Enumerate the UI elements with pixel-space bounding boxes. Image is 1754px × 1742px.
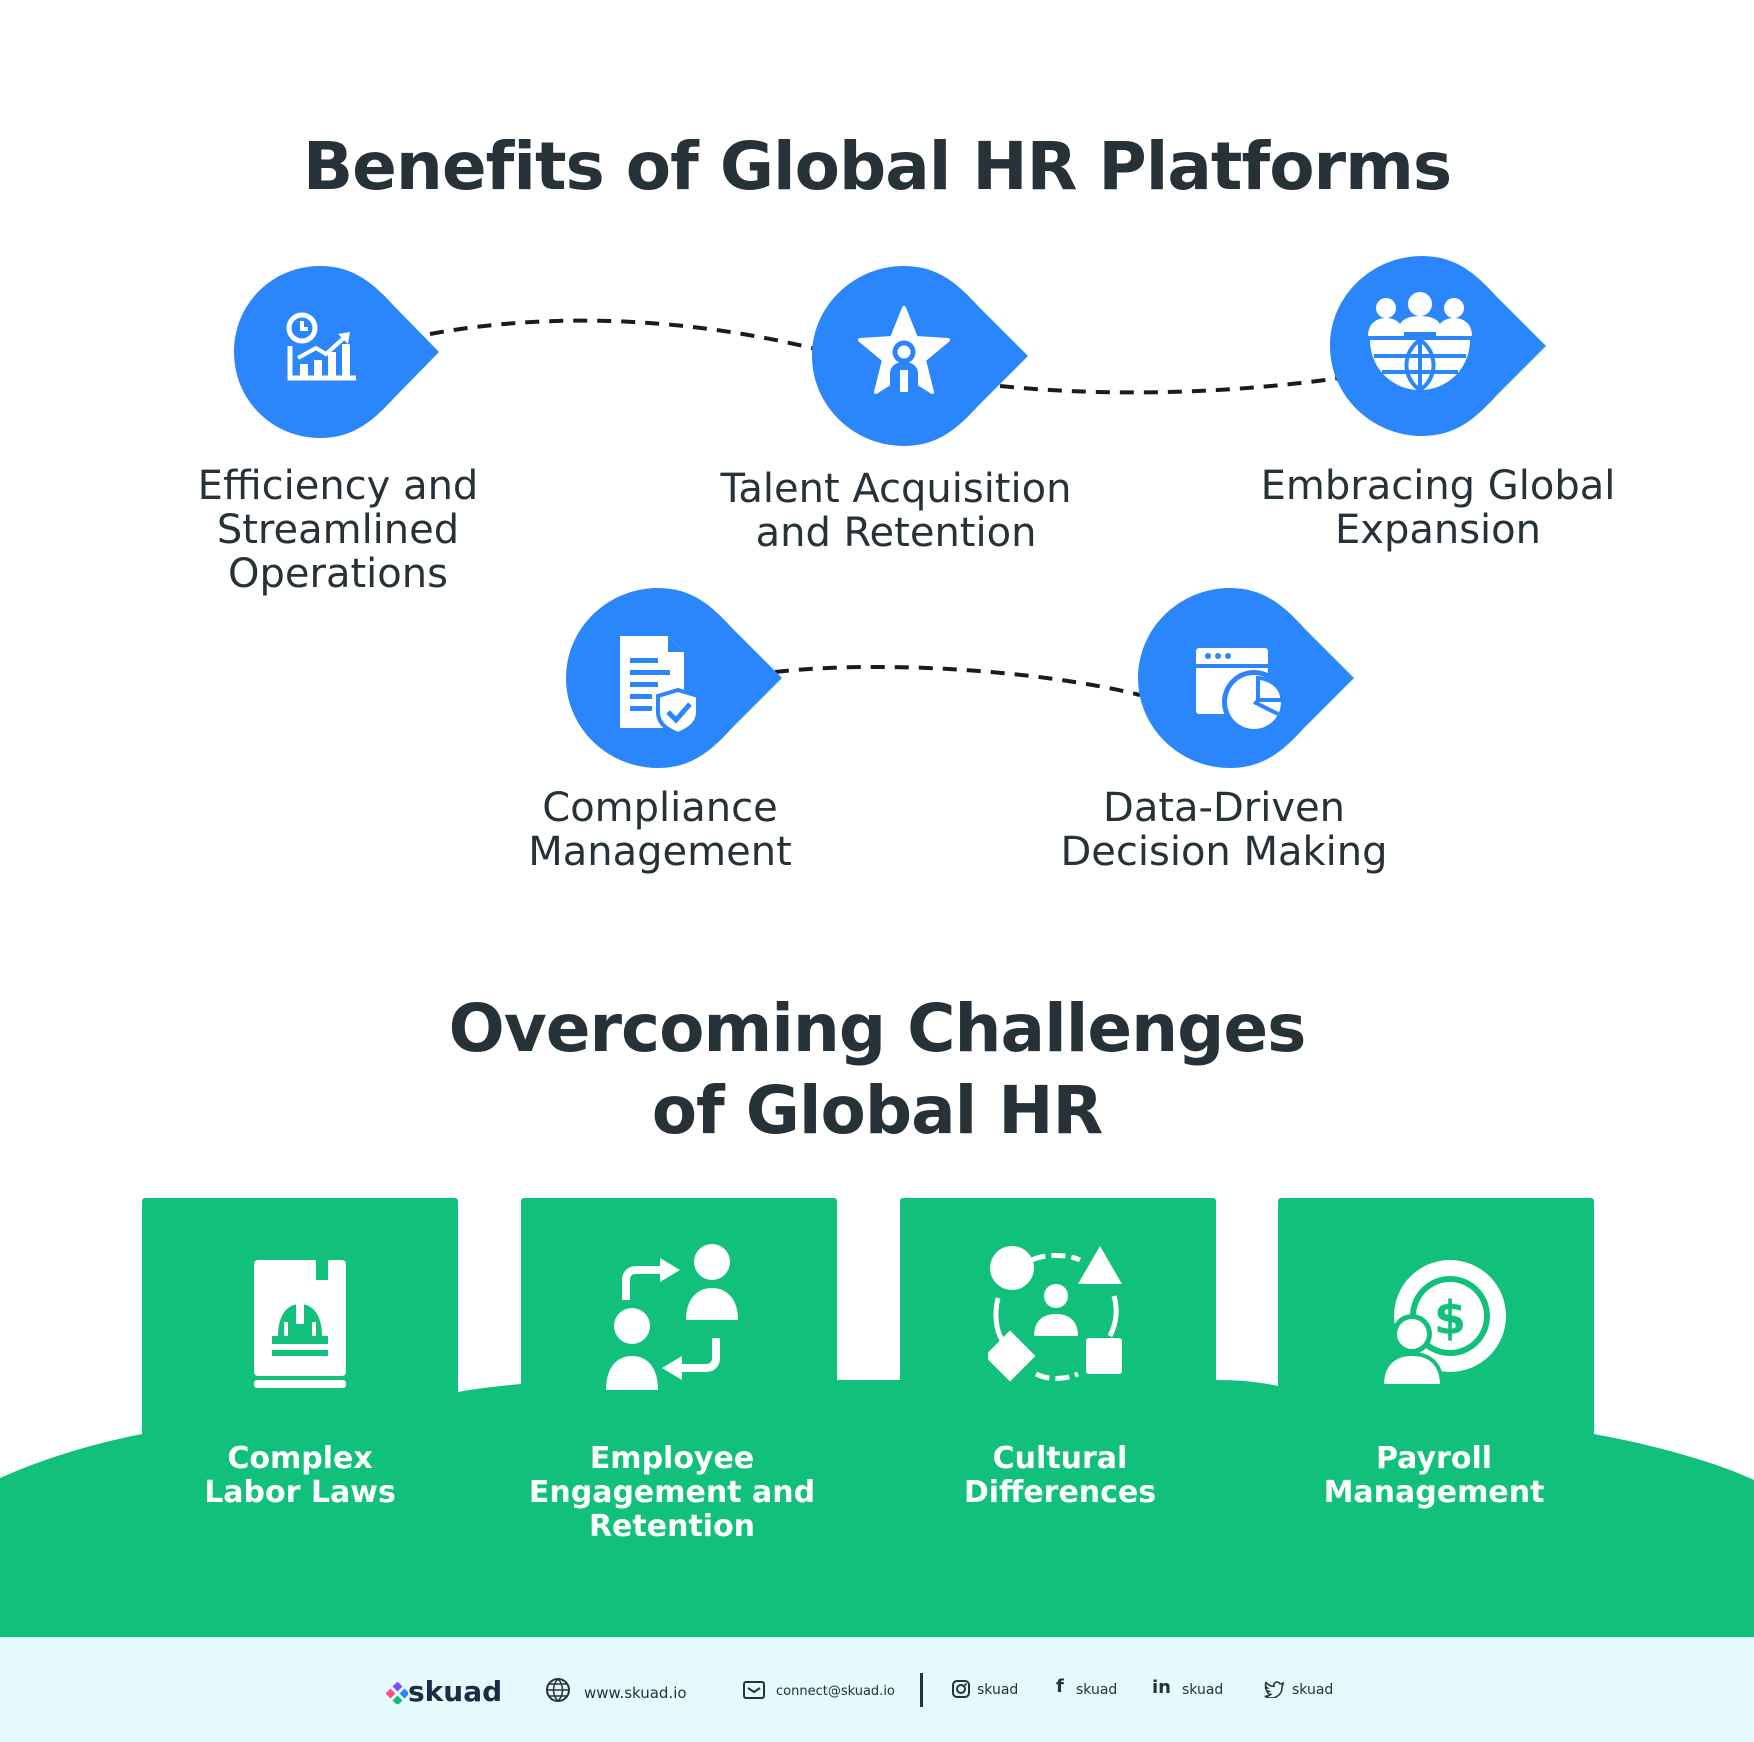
challenges-title-line-2: of Global HR	[651, 1072, 1104, 1149]
chart-clock-icon	[286, 312, 356, 381]
law-book-helmet-icon	[254, 1258, 346, 1388]
footer-website-link[interactable]: www.skuad.io	[584, 1684, 687, 1702]
globe-people-icon	[1368, 292, 1472, 392]
benefit-pin-efficiency	[234, 266, 450, 482]
person-dollar-coin-icon: $	[1380, 1260, 1506, 1386]
globe-icon	[546, 1678, 570, 1702]
document-shield-icon	[620, 636, 700, 734]
benefit-pin-global	[1330, 256, 1546, 472]
label-line: Compliance	[542, 785, 778, 831]
browser-pie-chart-icon	[1196, 648, 1286, 734]
label-line: Payroll	[1375, 1441, 1493, 1476]
benefit-pin-talent	[812, 266, 1028, 482]
label-line: Retention	[588, 1509, 756, 1544]
benefit-pin-compliance	[566, 588, 782, 804]
label-line: Complex	[227, 1441, 373, 1476]
label-line: Employee	[589, 1441, 755, 1476]
challenge-label-engagement: Employee Engagement and Retention	[512, 1442, 832, 1544]
label-line: Streamlined	[216, 507, 460, 553]
svg-text:$: $	[1434, 1291, 1466, 1345]
footer-facebook-link[interactable]: skuad	[1076, 1682, 1118, 1698]
people-exchange-icon	[606, 1244, 738, 1390]
benefit-label-compliance: Compliance Management	[450, 786, 870, 874]
footer-email-link[interactable]: connect@skuad.io	[776, 1684, 895, 1699]
benefit-label-data: Data-Driven Decision Making	[1014, 786, 1434, 874]
benefits-title: Benefits of Global HR Platforms	[302, 128, 1452, 205]
challenge-label-labor-laws: Complex Labor Laws	[140, 1442, 460, 1510]
twitter-icon	[1264, 1681, 1284, 1698]
challenges-title-line-1: Overcoming Challenges	[448, 990, 1307, 1067]
label-line: Differences	[963, 1475, 1157, 1510]
challenges-background	[0, 1198, 1754, 1640]
label-line: Management	[1323, 1475, 1545, 1510]
skuad-logo-icon	[386, 1682, 408, 1704]
label-line: Operations	[228, 551, 448, 597]
footer-divider	[920, 1673, 923, 1707]
diverse-shapes-person-icon	[988, 1246, 1122, 1382]
label-line: Data-Driven	[1103, 785, 1345, 831]
linkedin-icon: in	[1152, 1677, 1171, 1698]
footer-brand[interactable]: skuad	[408, 1675, 503, 1708]
facebook-icon: f	[1056, 1676, 1064, 1697]
label-line: Talent Acquisition	[720, 466, 1072, 512]
footer-twitter-link[interactable]: skuad	[1292, 1682, 1334, 1698]
footer-bar	[0, 1637, 1754, 1742]
connector-lines	[429, 318, 1341, 697]
label-line: Embracing Global	[1260, 463, 1616, 509]
label-line: Management	[528, 829, 792, 875]
benefit-pin-data	[1138, 588, 1354, 804]
label-line: Cultural	[992, 1441, 1128, 1476]
challenge-label-cultural: Cultural Differences	[900, 1442, 1220, 1510]
benefit-label-global: Embracing Global Expansion	[1228, 464, 1648, 552]
challenge-label-payroll: Payroll Management	[1274, 1442, 1594, 1510]
benefit-label-efficiency: Efficiency and Streamlined Operations	[128, 464, 548, 596]
email-icon	[743, 1681, 765, 1699]
label-line: and Retention	[755, 510, 1037, 556]
benefit-label-talent: Talent Acquisition and Retention	[686, 467, 1106, 555]
label-line: Efficiency and	[197, 463, 479, 509]
star-person-icon	[858, 306, 950, 394]
instagram-icon	[952, 1680, 970, 1698]
label-line: Decision Making	[1060, 829, 1388, 875]
footer-instagram-link[interactable]: skuad	[977, 1682, 1019, 1698]
label-line: Expansion	[1335, 507, 1541, 553]
footer-linkedin-link[interactable]: skuad	[1182, 1682, 1224, 1698]
label-line: Labor Laws	[204, 1475, 396, 1510]
label-line: Engagement and	[528, 1475, 816, 1510]
